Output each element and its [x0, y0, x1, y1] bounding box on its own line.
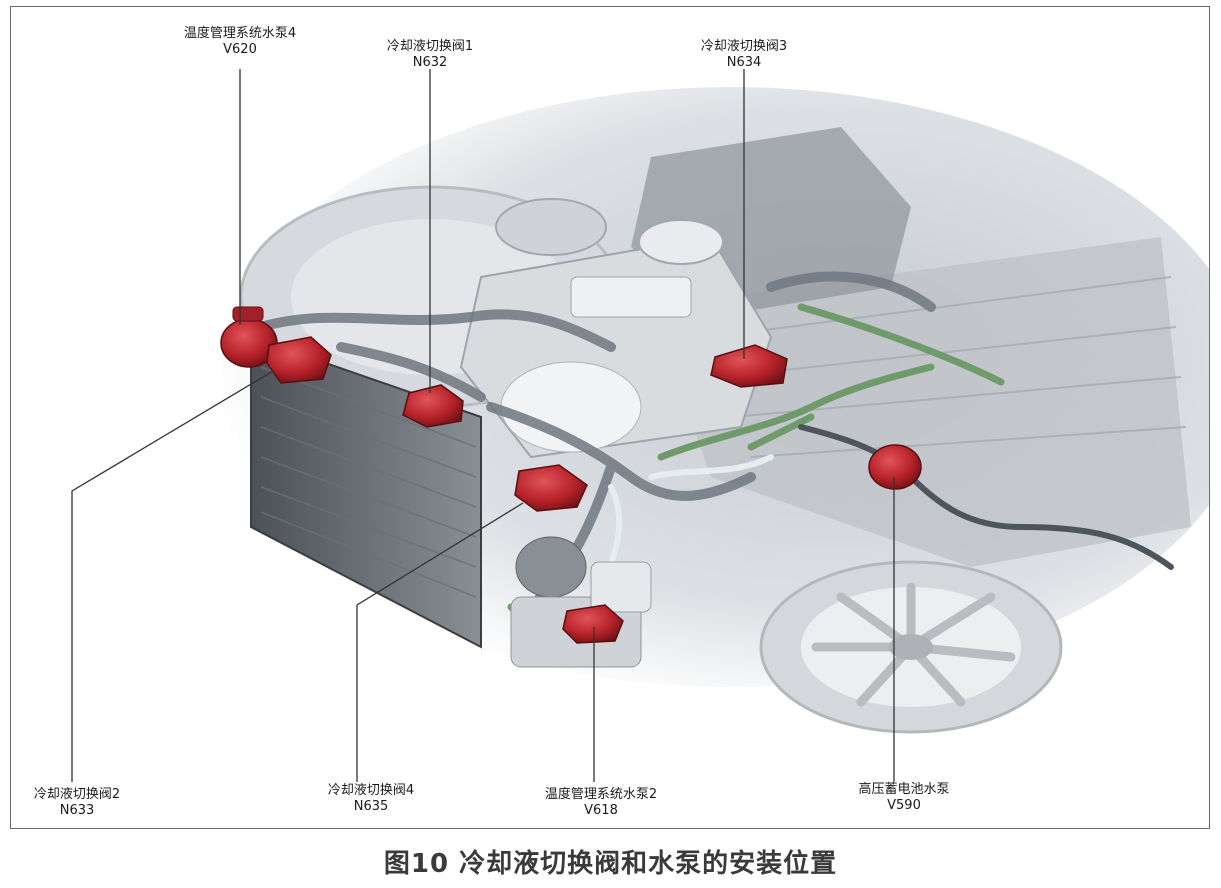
callout-n632-name: 冷却液切换阀1 [386, 39, 474, 54]
diagram-frame: 温度管理系统水泵4 V620 冷却液切换阀1 N632 冷却液切换阀3 N634… [10, 6, 1210, 829]
callout-v618: 温度管理系统水泵2 V618 [545, 787, 657, 819]
valve-n632-body [402, 384, 464, 428]
callout-n635-name: 冷却液切换阀4 [327, 783, 415, 798]
figure-caption: 图10 冷却液切换阀和水泵的安装位置 [383, 849, 838, 879]
floor-pan [651, 237, 1191, 567]
callout-v620-name: 温度管理系统水泵4 [183, 26, 297, 41]
leader-line-n633 [71, 370, 274, 782]
callout-v620-code: V620 [223, 42, 257, 57]
callout-v618-code: V618 [584, 803, 618, 818]
valve-n635-body [514, 464, 588, 512]
callout-n633: 冷却液切换阀2 N633 [34, 787, 120, 819]
pump-v618-body [562, 604, 624, 644]
leader-line-n635 [356, 502, 524, 782]
engine-bay-illustration [71, 69, 1209, 782]
callout-n634: 冷却液切换阀3 N634 [701, 39, 787, 71]
callout-n632-code: N632 [412, 55, 448, 70]
wheel-rim [759, 560, 1063, 734]
callout-v590-name: 高压蓄电池水泵 [858, 782, 950, 797]
pump-v590-body [868, 444, 922, 490]
valve-n634-body [710, 344, 788, 388]
callout-n634-name: 冷却液切换阀3 [700, 39, 788, 54]
callout-n633-name: 冷却液切换阀2 [33, 787, 121, 802]
valve-n633-body [266, 336, 332, 384]
callout-v618-name: 温度管理系统水泵2 [544, 787, 658, 802]
callout-v620: 温度管理系统水泵4 V620 [184, 26, 296, 58]
callout-n632: 冷却液切换阀1 N632 [387, 39, 473, 71]
callout-v590-code: V590 [887, 798, 921, 813]
callout-n635: 冷却液切换阀4 N635 [328, 783, 414, 815]
callout-n635-code: N635 [353, 799, 389, 814]
callout-n634-code: N634 [726, 55, 762, 70]
callout-n633-code: N633 [59, 803, 95, 818]
callout-v590: 高压蓄电池水泵 V590 [858, 782, 949, 814]
